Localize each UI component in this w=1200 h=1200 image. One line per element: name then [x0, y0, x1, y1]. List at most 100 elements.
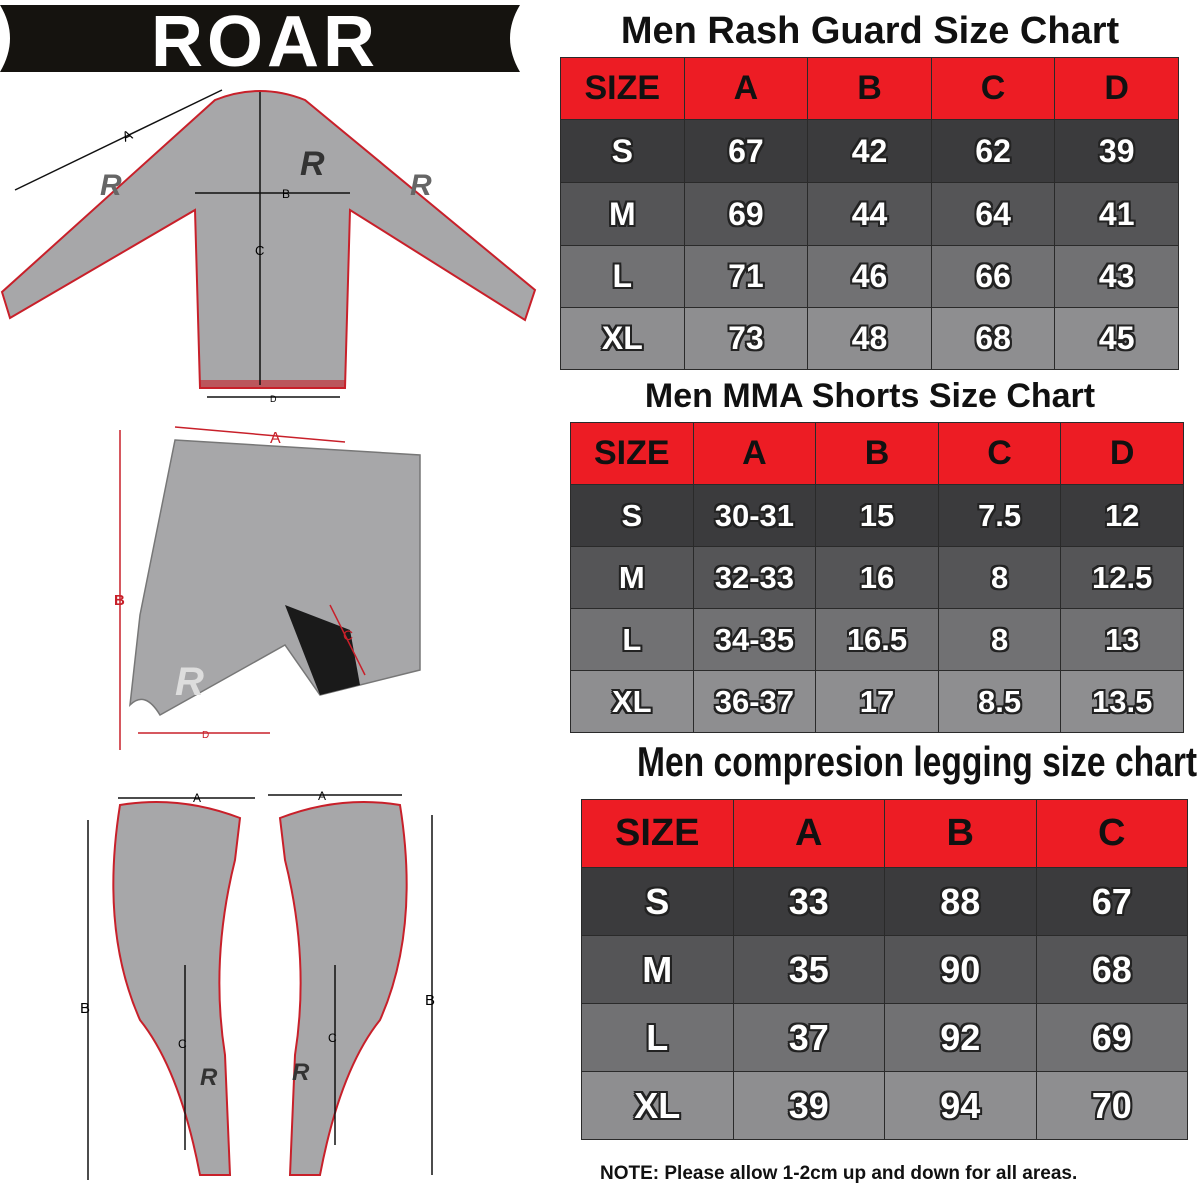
table-cell: 42 [807, 119, 932, 183]
note-text: NOTE: Please allow 1-2cm up and down for… [600, 1163, 1078, 1184]
table-cell: L [570, 608, 694, 671]
table-cell: M [570, 546, 694, 609]
table-cell: 67 [683, 119, 809, 183]
legging-diagram: A A B B C C R R [80, 789, 435, 1180]
table-cell: 43 [1054, 245, 1179, 308]
table-cell: 44 [807, 182, 932, 246]
table-cell: SIZE [581, 799, 734, 868]
table-cell: 33 [732, 867, 885, 936]
svg-text:A: A [120, 126, 136, 145]
table-cell: A [692, 422, 817, 485]
table-cell: B [807, 57, 932, 120]
table-cell: XL [581, 1071, 734, 1140]
table-cell: SIZE [570, 422, 694, 485]
table-cell: M [581, 935, 734, 1004]
table-cell: 66 [930, 245, 1056, 308]
table-cell: C [930, 57, 1056, 120]
svg-text:A: A [193, 791, 201, 805]
svg-text:C: C [343, 627, 353, 643]
svg-text:D: D [202, 730, 209, 741]
table-cell: 16 [815, 546, 939, 609]
table-cell: 15 [815, 484, 939, 547]
table-cell: C [1035, 799, 1188, 868]
svg-text:B: B [282, 187, 290, 201]
table-cell: 35 [732, 935, 885, 1004]
rash-guard-title: Men Rash Guard Size Chart [620, 10, 1120, 52]
table-cell: 67 [1035, 867, 1188, 936]
logo-text: ROAR [151, 2, 379, 78]
table-cell: 62 [930, 119, 1056, 183]
table-cell: 88 [884, 867, 1037, 936]
svg-text:D: D [270, 394, 277, 404]
r-logo-icon: R [300, 145, 325, 183]
table-cell: 39 [732, 1071, 885, 1140]
table-cell: 48 [807, 307, 932, 370]
table-cell: XL [570, 670, 694, 733]
table-cell: 30-31 [692, 484, 817, 547]
svg-text:B: B [114, 592, 125, 609]
table-cell: S [581, 867, 734, 936]
table-cell: 8.5 [937, 670, 1062, 733]
table-cell: 8 [937, 546, 1062, 609]
svg-text:R: R [292, 1059, 310, 1086]
table-cell: 41 [1054, 182, 1179, 246]
table-cell: 68 [1035, 935, 1188, 1004]
table-cell: 36-37 [692, 670, 817, 733]
table-cell: 39 [1054, 119, 1179, 183]
svg-text:C: C [328, 1031, 337, 1045]
table-cell: 12 [1060, 484, 1184, 547]
svg-text:A: A [270, 430, 281, 447]
table-cell: 92 [884, 1003, 1037, 1072]
table-cell: S [560, 119, 685, 183]
svg-text:C: C [178, 1037, 187, 1051]
table-cell: 8 [937, 608, 1062, 671]
table-cell: 12.5 [1060, 546, 1184, 609]
svg-text:B: B [425, 992, 435, 1009]
table-cell: 70 [1035, 1071, 1188, 1140]
svg-text:R: R [100, 169, 122, 202]
table-cell: 90 [884, 935, 1037, 1004]
table-cell: 69 [683, 182, 809, 246]
table-cell: SIZE [560, 57, 685, 120]
table-cell: 69 [1035, 1003, 1188, 1072]
table-cell: 73 [683, 307, 809, 370]
roar-logo: ROAR [0, 2, 520, 78]
table-cell: 45 [1054, 307, 1179, 370]
table-cell: 64 [930, 182, 1056, 246]
svg-text:B: B [80, 1000, 90, 1017]
svg-text:R: R [175, 660, 204, 704]
table-cell: S [570, 484, 694, 547]
table-cell: 34-35 [692, 608, 817, 671]
table-cell: 37 [732, 1003, 885, 1072]
table-cell: A [732, 799, 885, 868]
legging-title: Men compresion legging size chart [637, 738, 1198, 785]
table-cell: D [1060, 422, 1184, 485]
table-cell: 94 [884, 1071, 1037, 1140]
shorts-title: Men MMA Shorts Size Chart [644, 377, 1096, 415]
table-cell: M [560, 182, 685, 246]
table-cell: 13 [1060, 608, 1184, 671]
table-cell: 32-33 [692, 546, 817, 609]
table-cell: 16.5 [815, 608, 939, 671]
table-cell: 46 [807, 245, 932, 308]
table-cell: A [683, 57, 809, 120]
table-cell: B [884, 799, 1037, 868]
table-cell: 71 [683, 245, 809, 308]
table-cell: 17 [815, 670, 939, 733]
svg-text:C: C [255, 243, 264, 258]
svg-text:R: R [410, 169, 432, 202]
